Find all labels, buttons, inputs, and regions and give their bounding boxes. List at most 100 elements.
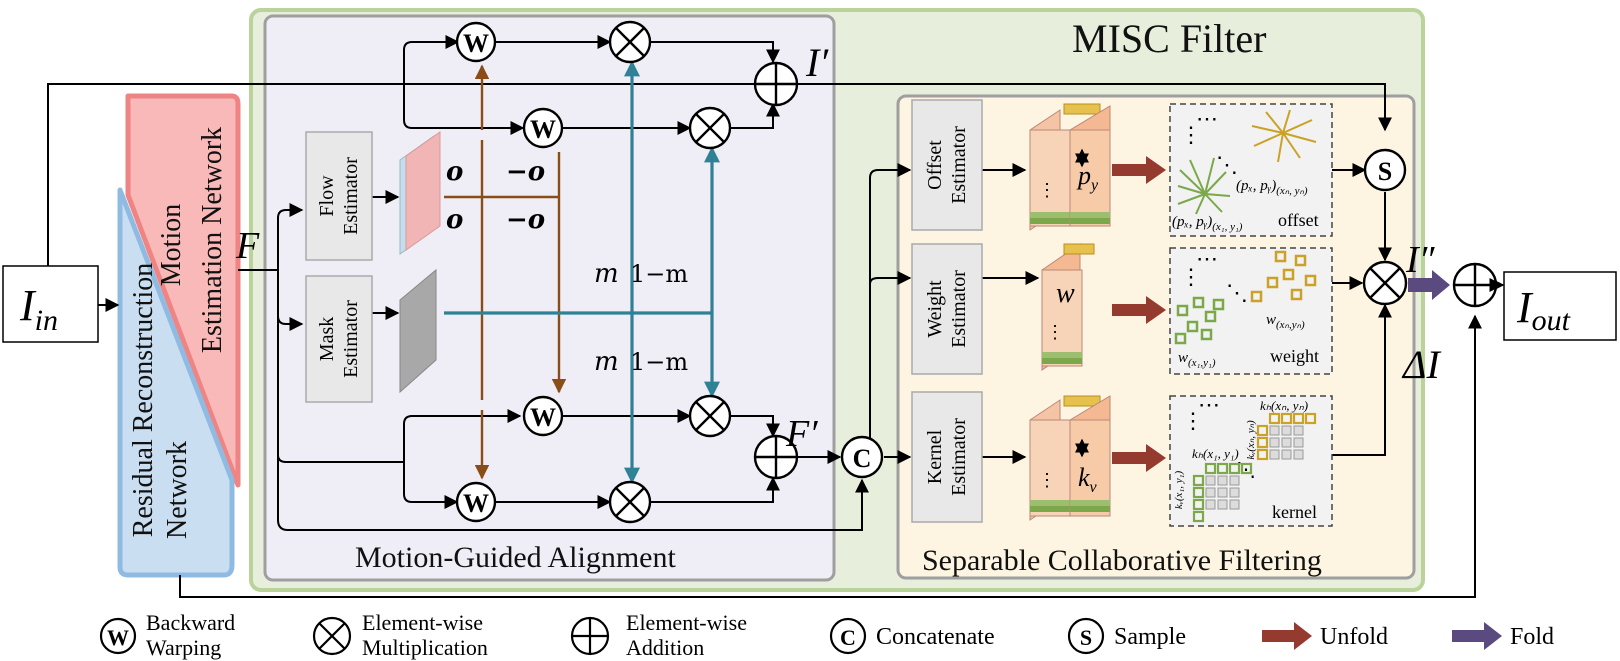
warping-node-second: W	[522, 107, 564, 149]
separable-collaborative-filtering-title: Separable Collaborative Filtering	[922, 544, 1322, 577]
mask-estimator-label-1: Mask	[316, 317, 338, 361]
one-minus-m-label-bottom: 1−m	[630, 348, 688, 376]
add-node-top	[753, 61, 799, 107]
legend-multiplication: Element-wise Multiplication	[312, 610, 488, 660]
svg-text:⋮: ⋮	[1038, 470, 1056, 490]
f-label: F	[235, 225, 260, 267]
input-box	[2, 265, 99, 343]
sample-node: S	[1363, 148, 1407, 192]
svg-text:⋮: ⋮	[1180, 122, 1202, 147]
weight-estimator-label-2: Estimator	[948, 270, 970, 348]
mask-estimator-label-2: Estimator	[340, 300, 362, 378]
offset-estimator-label-2: Estimator	[948, 126, 970, 204]
motion-guided-alignment-title: Motion-Guided Alignment	[355, 541, 676, 574]
flow-estimator-label-2: Estimator	[340, 157, 362, 235]
svg-text:W: W	[530, 403, 556, 432]
svg-text:⋯: ⋯	[1196, 246, 1218, 271]
legend-warping: W Backward Warping	[99, 610, 235, 660]
weight-tensor: w ⋮	[1041, 243, 1095, 371]
residual-reconstruction-network	[117, 187, 235, 578]
svg-text:W: W	[463, 489, 489, 518]
legend-multiplication-line2: Multiplication	[362, 635, 488, 660]
offset-inset: ⋮ ⋯ ⋱ (pₓ, pᵧ)(xₙ, yₙ) (pₓ, pᵧ)(x₁, y₁) …	[1169, 103, 1333, 237]
add-node-bottom	[753, 434, 799, 480]
kernel-estimator-label-2: Estimator	[948, 418, 970, 496]
svg-text:S: S	[1080, 625, 1092, 650]
m-label-bottom: m	[594, 347, 619, 377]
neg-o-label-top: −o	[506, 157, 545, 187]
flow-estimator-label-1: Flow	[316, 175, 338, 217]
legend-unfold: Unfold	[1262, 622, 1388, 650]
svg-text:⋯: ⋯	[1196, 106, 1218, 131]
legend-sample: S Sample	[1067, 617, 1186, 655]
svg-text:⋮: ⋮	[1038, 180, 1056, 200]
legend-addition: Element-wise Addition	[570, 610, 747, 660]
kernel-tensor: kv ⋮	[1029, 395, 1111, 521]
flow-estimator	[305, 131, 373, 261]
mask-arrows	[444, 60, 720, 484]
legend-warping-line2: Warping	[146, 635, 221, 660]
weight-caption: weight	[1270, 346, 1319, 366]
svg-text:⋮: ⋮	[1182, 408, 1204, 433]
offset-tensor: py ⋮	[1029, 103, 1111, 231]
delta-i-label: ΔI	[1401, 342, 1441, 387]
kernel-mid-label: kₕ(x₁, y₁)	[1192, 446, 1239, 461]
weight-bottom-label: w(x₁,y₁)	[1178, 350, 1216, 369]
multiply-node-bottom	[608, 480, 652, 524]
o-label-top: o	[446, 157, 463, 187]
kernel-v-bottom-label: kᵥ(x₁, y₁)	[1173, 471, 1185, 510]
warping-node-bottom: W	[455, 481, 497, 523]
kernel-estimator	[911, 391, 983, 523]
weight-top-label: w(xₙ,yₙ)	[1266, 312, 1305, 331]
weight-estimator-label-1: Weight	[924, 280, 946, 338]
offset-bottom-label: (pₓ, pᵧ)(x₁, y₁)	[1172, 214, 1243, 233]
input-symbol: Iin	[19, 281, 58, 337]
svg-text:W: W	[463, 29, 489, 58]
offset-estimator	[911, 99, 983, 231]
multiply-node-final	[1362, 260, 1408, 306]
flow-map	[399, 131, 441, 255]
legend-multiplication-line1: Element-wise	[362, 610, 483, 635]
svg-text:⋱: ⋱	[1226, 280, 1248, 305]
svg-text:⋱: ⋱	[1216, 152, 1238, 177]
svg-text:C: C	[840, 625, 856, 650]
weight-inset: ⋮ ⋯ ⋱ w(xₙ,yₙ) w(x₁,y₁) weight	[1169, 246, 1333, 375]
legend-fold: Fold	[1452, 622, 1554, 650]
multiply-node-third	[688, 394, 732, 438]
o-label-bottom: o	[446, 205, 463, 235]
weight-estimator	[911, 243, 983, 375]
kernel-inset: ⋮ ⋯ ⋱ kₕ(xₙ, yₙ) kₕ(x₁, y₁) kᵥ(xₙ, yₙ) k…	[1169, 392, 1333, 527]
svg-text:W: W	[107, 625, 129, 650]
residual-network-label-line1: Residual Reconstruction	[128, 263, 159, 538]
misc-filter-title: MISC Filter	[1072, 16, 1266, 61]
legend-fold-label: Fold	[1510, 624, 1554, 650]
warping-node-third: W	[522, 395, 564, 437]
multiply-node-top	[608, 20, 652, 64]
svg-text:W: W	[530, 115, 556, 144]
concatenate-node: C	[840, 435, 884, 479]
add-node-final	[1452, 262, 1498, 308]
fold-arrow	[1408, 270, 1450, 300]
kernel-top-label: kₕ(xₙ, yₙ)	[1260, 398, 1308, 413]
multiply-node-second	[688, 106, 732, 150]
svg-text:S: S	[1378, 157, 1392, 186]
kernel-caption: kernel	[1272, 502, 1317, 522]
neg-o-label-bottom: −o	[506, 205, 545, 235]
svg-text:⋮: ⋮	[1046, 322, 1064, 342]
motion-network-label-line2: Estimation Network	[197, 127, 228, 353]
legend-unfold-label: Unfold	[1320, 624, 1388, 650]
legend-addition-line2: Addition	[626, 635, 704, 660]
main-wiring	[47, 35, 1505, 598]
legend-warping-line1: Backward	[146, 610, 235, 635]
legend-sample-label: Sample	[1114, 624, 1186, 650]
i-double-prime-label: I″	[1405, 239, 1436, 281]
legend-concatenate-label: Concatenate	[876, 624, 995, 650]
unfold-arrows	[1112, 156, 1166, 472]
flow-offset-arrows	[444, 64, 567, 480]
motion-network-label-line1: Motion	[156, 204, 187, 286]
offset-estimator-label-1: Offset	[924, 140, 946, 190]
f-prime-label: F′	[785, 413, 818, 455]
i-prime-label: I′	[805, 40, 829, 85]
svg-text:C: C	[853, 444, 872, 473]
